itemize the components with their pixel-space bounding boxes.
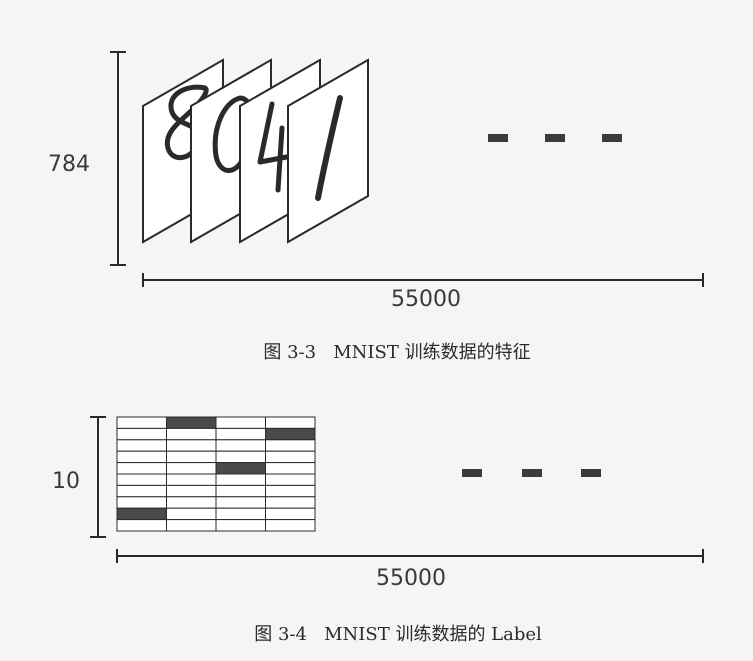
height-label-784: 784 xyxy=(48,152,90,177)
one-hot-cell xyxy=(116,427,167,441)
one-hot-cell xyxy=(215,496,266,509)
one-hot-cell xyxy=(166,462,217,475)
one-hot-cell xyxy=(116,496,167,509)
width-bracket-top xyxy=(142,273,704,287)
one-hot-cell xyxy=(265,507,316,521)
one-hot-cell xyxy=(166,473,217,486)
one-hot-cell xyxy=(116,450,167,464)
one-hot-cell-active xyxy=(265,427,316,441)
caption-figure-3-4: 图 3-4 MNIST 训练数据的 Label xyxy=(254,624,542,645)
figure-3-4: 10 55000 图 3-4 MNIST 训练数据的 Label xyxy=(52,416,704,645)
one-hot-column-4 xyxy=(215,416,266,532)
one-hot-cell xyxy=(265,450,316,464)
height-bracket-labels xyxy=(90,416,106,538)
one-hot-label-grid xyxy=(116,416,316,532)
one-hot-cell xyxy=(166,427,217,441)
digit-card-1 xyxy=(287,58,369,244)
one-hot-cell xyxy=(116,519,167,532)
one-hot-cell xyxy=(166,439,217,452)
one-hot-cell xyxy=(166,484,217,498)
one-hot-cell xyxy=(215,484,266,498)
width-bracket-bottom xyxy=(116,549,704,563)
one-hot-column-8 xyxy=(116,416,167,532)
ellipsis-dashes-bottom xyxy=(462,469,601,477)
one-hot-cell xyxy=(265,416,316,429)
one-hot-cell xyxy=(265,462,316,475)
one-hot-cell xyxy=(265,473,316,486)
one-hot-cell xyxy=(166,507,217,521)
one-hot-cell-active xyxy=(215,462,266,475)
one-hot-cell xyxy=(265,496,316,509)
one-hot-cell xyxy=(215,473,266,486)
one-hot-cell xyxy=(215,416,266,429)
digit-image-stack xyxy=(142,58,369,244)
height-label-10: 10 xyxy=(52,469,80,494)
one-hot-column-1 xyxy=(265,416,316,532)
one-hot-cell-active xyxy=(166,416,217,429)
one-hot-cell xyxy=(215,519,266,532)
width-label-55000-bottom: 55000 xyxy=(376,566,446,591)
one-hot-cell xyxy=(116,484,167,498)
one-hot-cell xyxy=(116,416,167,429)
height-bracket xyxy=(110,51,126,266)
one-hot-column-0 xyxy=(166,416,217,532)
one-hot-cell xyxy=(265,439,316,452)
one-hot-cell xyxy=(166,519,217,532)
one-hot-cell xyxy=(215,507,266,521)
one-hot-cell xyxy=(116,462,167,475)
one-hot-cell xyxy=(215,439,266,452)
one-hot-cell xyxy=(265,484,316,498)
one-hot-cell xyxy=(116,439,167,452)
caption-figure-3-3: 图 3-3 MNIST 训练数据的特征 xyxy=(263,342,530,363)
one-hot-cell xyxy=(166,450,217,464)
ellipsis-dashes-top xyxy=(488,134,622,142)
one-hot-cell xyxy=(116,473,167,486)
figure-3-3: 784 xyxy=(48,51,704,363)
width-label-55000-top: 55000 xyxy=(391,287,461,312)
one-hot-cell xyxy=(265,519,316,532)
one-hot-cell xyxy=(166,496,217,509)
one-hot-cell xyxy=(215,450,266,464)
one-hot-cell-active xyxy=(116,507,167,521)
one-hot-cell xyxy=(215,427,266,441)
